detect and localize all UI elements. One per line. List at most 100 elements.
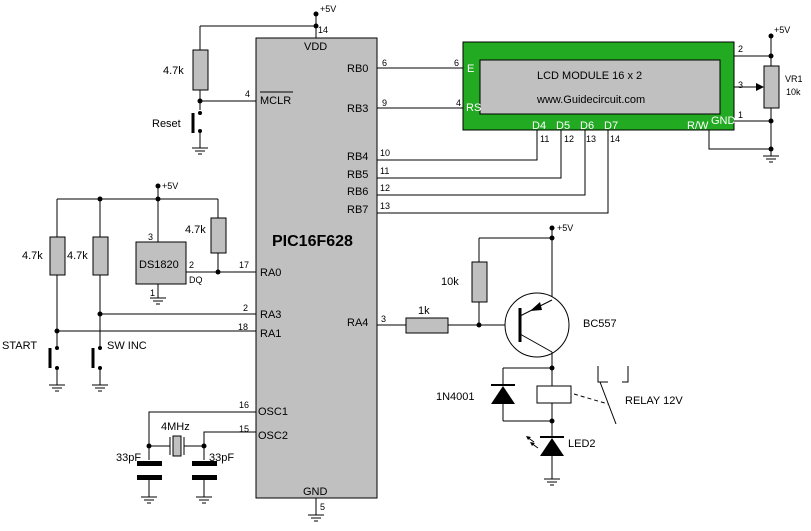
lcd-rw-wire <box>708 130 771 150</box>
lcd-pin-rs: RS <box>466 102 481 114</box>
relay-switch-arm <box>599 381 617 425</box>
vr1-value: 10k <box>786 87 801 97</box>
led-ray1-arrow <box>526 436 531 440</box>
lcd-line1: LCD MODULE 16 x 2 <box>537 70 642 82</box>
lcd-d4-num: 11 <box>540 134 549 144</box>
pin-rb3-num: 9 <box>382 98 387 108</box>
pin-vdd-num: 14 <box>318 25 328 35</box>
lcd-pin-d7: D7 <box>604 120 618 132</box>
lcd-pin3-num: 3 <box>738 80 743 90</box>
ds1820-package <box>135 241 187 285</box>
transistor-emitter-arrow <box>530 302 542 311</box>
pin-ra3-num: 2 <box>243 303 248 313</box>
lcd-pin-e-num: 6 <box>454 58 459 68</box>
resistor-base-pullup-label: 10k <box>441 276 459 288</box>
pin-ra0-num: 17 <box>239 260 249 270</box>
lcd-pin-gnd: GND <box>711 115 736 127</box>
wire-rb5-d5 <box>377 130 562 179</box>
lcd-supply-label: +5V <box>774 25 790 35</box>
pin-osc2-label: OSC2 <box>258 430 288 442</box>
vdd-node <box>313 11 319 17</box>
wire-rb6-d6 <box>377 130 586 196</box>
relay-label: RELAY 12V <box>625 395 683 407</box>
relay-contact-right <box>622 366 629 383</box>
pin-rb4-num: 10 <box>380 148 390 158</box>
pin-mclr-num: 4 <box>245 89 250 99</box>
ds1820-pin3: 3 <box>148 232 153 242</box>
reset-label: Reset <box>152 118 181 130</box>
pin-ra1-label: RA1 <box>260 328 281 340</box>
lcd-pin-rs-num: 4 <box>456 98 461 108</box>
transistor-bc557 <box>504 292 570 358</box>
cap1-plate-top <box>137 461 162 466</box>
ds-dq-node <box>215 269 221 275</box>
vdd-rail-node <box>313 23 319 29</box>
diode-1n4001 <box>491 386 515 404</box>
resistor-base-pullup <box>471 261 488 303</box>
pin-rb0-num: 6 <box>382 58 387 68</box>
pin-rb3-label: RB3 <box>347 103 368 115</box>
pin-rb6-num: 12 <box>380 183 390 193</box>
resistor-swinc-label: 4.7k <box>67 250 88 262</box>
pin-rb5-num: 11 <box>380 166 389 176</box>
transistor-label: BC557 <box>583 318 617 330</box>
lcd-line2: www.Guidecircuit.com <box>536 94 645 106</box>
cap2-plate-bottom <box>192 475 217 480</box>
lcd-rw-node <box>768 146 774 152</box>
led2 <box>540 438 564 456</box>
cap1-label: 33pF <box>116 452 141 464</box>
crystal-label: 4MHz <box>161 421 190 433</box>
resistor-dq <box>210 217 227 254</box>
wire-rb7-d7 <box>377 130 609 214</box>
led-ray2-arrow <box>530 442 535 446</box>
mcu-name: PIC16F628 <box>272 233 353 250</box>
pin-osc1-label: OSC1 <box>258 406 288 418</box>
relay-link <box>573 393 609 405</box>
pin-gnd-label: GND <box>303 486 328 498</box>
lcd-pin-d4: D4 <box>532 120 546 132</box>
pin-osc2-num: 15 <box>239 424 249 434</box>
mcu-body <box>255 37 378 499</box>
vdd-supply-label: +5V <box>320 4 336 14</box>
cap2-label: 33pF <box>209 452 234 464</box>
pin-rb7-label: RB7 <box>347 204 368 216</box>
start-contact-top <box>55 346 59 350</box>
pin-ra3-label: RA3 <box>260 309 281 321</box>
lcd-d6-num: 13 <box>586 134 596 144</box>
osc1-node <box>146 443 152 449</box>
pin-rb5-label: RB5 <box>347 169 368 181</box>
pin-ra4-label: RA4 <box>347 317 368 329</box>
pullup-rail-node <box>549 235 555 241</box>
resistor-start <box>49 236 66 276</box>
lcd-pin-e: E <box>467 63 474 75</box>
pin-ra0-label: RA0 <box>260 267 281 279</box>
resistor-mclr <box>192 49 209 91</box>
pin-gnd-num: 5 <box>320 502 325 512</box>
diode-label: 1N4001 <box>436 391 475 403</box>
resistor-dq-label: 4.7k <box>185 224 206 236</box>
lcd-d5-num: 12 <box>564 134 574 144</box>
lcd-pin-d6: D6 <box>580 120 594 132</box>
pin-mclr-label: MCLR <box>260 95 291 107</box>
swinc-contact-top <box>98 346 102 350</box>
led-label: LED2 <box>568 438 596 450</box>
lcd-pin-d5: D5 <box>556 120 570 132</box>
wire-rb4-d4 <box>377 130 538 161</box>
start-label: START <box>2 340 37 352</box>
lcd-pin2-num: 2 <box>738 44 743 54</box>
transistor-collector <box>519 333 553 353</box>
lcd-pin1-node <box>768 118 774 124</box>
wire-osc1 <box>148 411 256 460</box>
pin-vdd-label: VDD <box>304 41 327 53</box>
pin-rb7-num: 13 <box>380 201 390 211</box>
pin-ra4-num: 3 <box>381 314 386 324</box>
ds1820-label: DS1820 <box>139 259 179 271</box>
lcd-screen <box>479 59 721 115</box>
reset-contact-top <box>198 111 202 115</box>
resistor-mclr-label: 4.7k <box>163 65 184 77</box>
ds1820-pin1: 1 <box>150 288 155 298</box>
pin-osc1-num: 16 <box>239 400 249 410</box>
relay-contact-left <box>597 366 608 383</box>
rail-node-ds <box>155 196 161 202</box>
